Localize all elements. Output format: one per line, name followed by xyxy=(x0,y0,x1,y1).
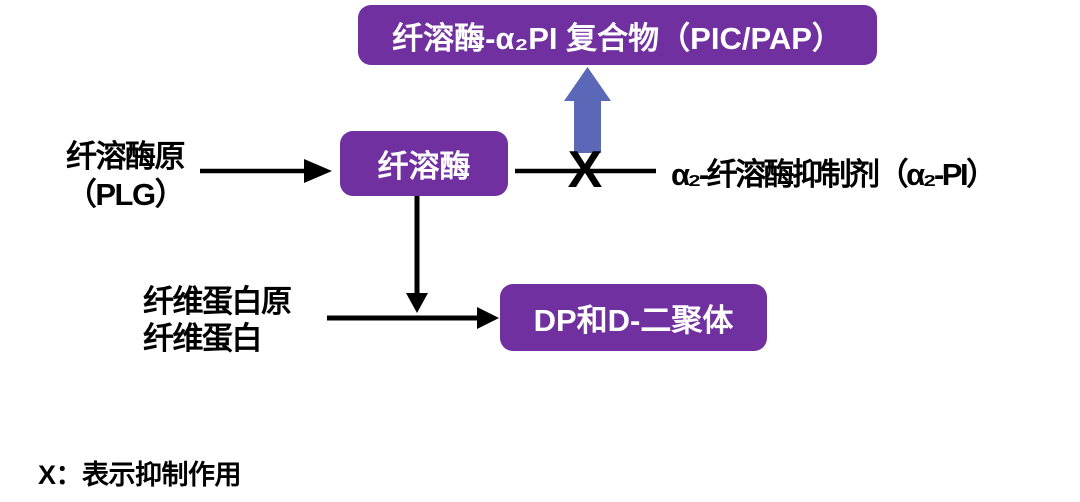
legend-inhibition-note: X：表示抑制作用 xyxy=(38,460,242,490)
arrow-plg-to-plasmin-head xyxy=(304,159,332,183)
label-fibrinogen-line2: 纤维蛋白 xyxy=(143,321,262,356)
node-d-dimer-label: DP和D-二聚体 xyxy=(533,303,734,338)
label-plasminogen-line2: （PLG） xyxy=(65,177,186,212)
label-alpha2-inhibitor-text: α₂-纤溶酶抑制剂（α₂-PI） xyxy=(671,156,997,192)
node-pic-complex: 纤溶酶-α₂PI 复合物（PIC/PAP） xyxy=(358,5,877,65)
label-plasminogen: 纤溶酶原 （PLG） xyxy=(52,138,198,214)
label-fibrinogen-fibrin: 纤维蛋白原 纤维蛋白 xyxy=(143,283,292,357)
arrow-up-to-pic-complex xyxy=(564,67,611,153)
node-d-dimer: DP和D-二聚体 xyxy=(500,284,767,351)
inhibition-x-mark: X xyxy=(567,141,603,199)
node-plasmin-label: 纤溶酶 xyxy=(377,149,471,184)
label-plasminogen-line1: 纤溶酶原 xyxy=(66,139,186,174)
node-plasmin: 纤溶酶 xyxy=(340,131,508,196)
label-alpha2-inhibitor: α₂-纤溶酶抑制剂（α₂-PI） xyxy=(671,148,997,194)
arrow-fibrin-to-ddimer-head xyxy=(477,307,499,329)
label-fibrinogen-line1: 纤维蛋白原 xyxy=(143,284,292,319)
node-pic-complex-label: 纤溶酶-α₂PI 复合物（PIC/PAP） xyxy=(392,20,843,56)
arrow-plasmin-down-head xyxy=(406,293,428,313)
